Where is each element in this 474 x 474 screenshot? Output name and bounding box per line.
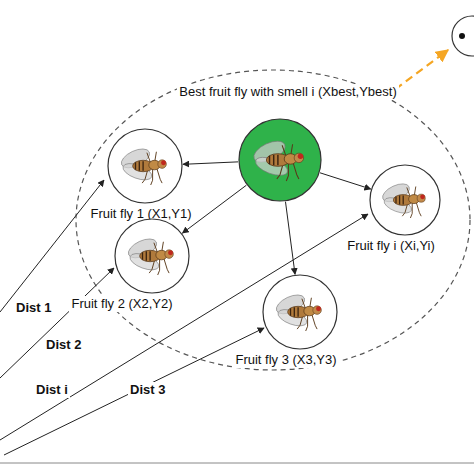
distance-label: Dist 1 bbox=[14, 300, 53, 316]
fly-circle: Fruit fly i (Xi,Yi) bbox=[369, 164, 441, 236]
circle-shape bbox=[370, 165, 440, 235]
fly-circle: Fruit fly 1 (X1,Y1) bbox=[107, 128, 183, 204]
search-arrow bbox=[285, 202, 295, 275]
distance-label: Dist 3 bbox=[128, 382, 167, 398]
best-fly-circle: Best fruit fly with smell i (Xbest,Ybest… bbox=[238, 118, 322, 202]
fly-label: Fruit fly 3 (X3,Y3) bbox=[233, 352, 338, 368]
circle-outline bbox=[238, 118, 322, 202]
fruit-fly-picture bbox=[119, 145, 167, 185]
search-region bbox=[76, 70, 470, 370]
distance-line bbox=[4, 328, 264, 455]
circle-outline bbox=[114, 218, 190, 294]
distance-label: Dist i bbox=[34, 382, 70, 398]
fruit-fly-picture bbox=[126, 235, 174, 275]
circle-shape bbox=[115, 219, 189, 293]
circle-shape bbox=[108, 129, 182, 203]
food-dot bbox=[459, 33, 465, 39]
fly-label: Fruit fly 2 (X2,Y2) bbox=[69, 296, 174, 312]
distance-line bbox=[0, 268, 114, 378]
fly-label: Best fruit fly with smell i (Xbest,Ybest… bbox=[177, 84, 398, 100]
circle-outline bbox=[107, 128, 183, 204]
fruit-fly-picture bbox=[274, 291, 322, 331]
fly-label: Fruit fly i (Xi,Yi) bbox=[345, 238, 437, 254]
distance-label: Dist 2 bbox=[44, 337, 83, 353]
search-arrow bbox=[320, 173, 371, 189]
fly-circle: Fruit fly 2 (X2,Y2) bbox=[114, 218, 190, 294]
food-source bbox=[452, 16, 474, 56]
fruit-fly-picture bbox=[251, 137, 304, 181]
circle-shape bbox=[239, 119, 321, 201]
distance-line bbox=[0, 214, 368, 440]
fruit-fly-picture bbox=[380, 180, 425, 218]
fly-circle: Fruit fly 3 (X3,Y3) bbox=[262, 274, 338, 350]
circle-outline bbox=[369, 164, 441, 236]
circle-outline bbox=[262, 274, 338, 350]
search-arrow bbox=[183, 162, 238, 164]
baseline bbox=[0, 463, 474, 464]
fly-label: Fruit fly 1 (X1,Y1) bbox=[88, 206, 193, 222]
circle-shape bbox=[263, 275, 337, 349]
